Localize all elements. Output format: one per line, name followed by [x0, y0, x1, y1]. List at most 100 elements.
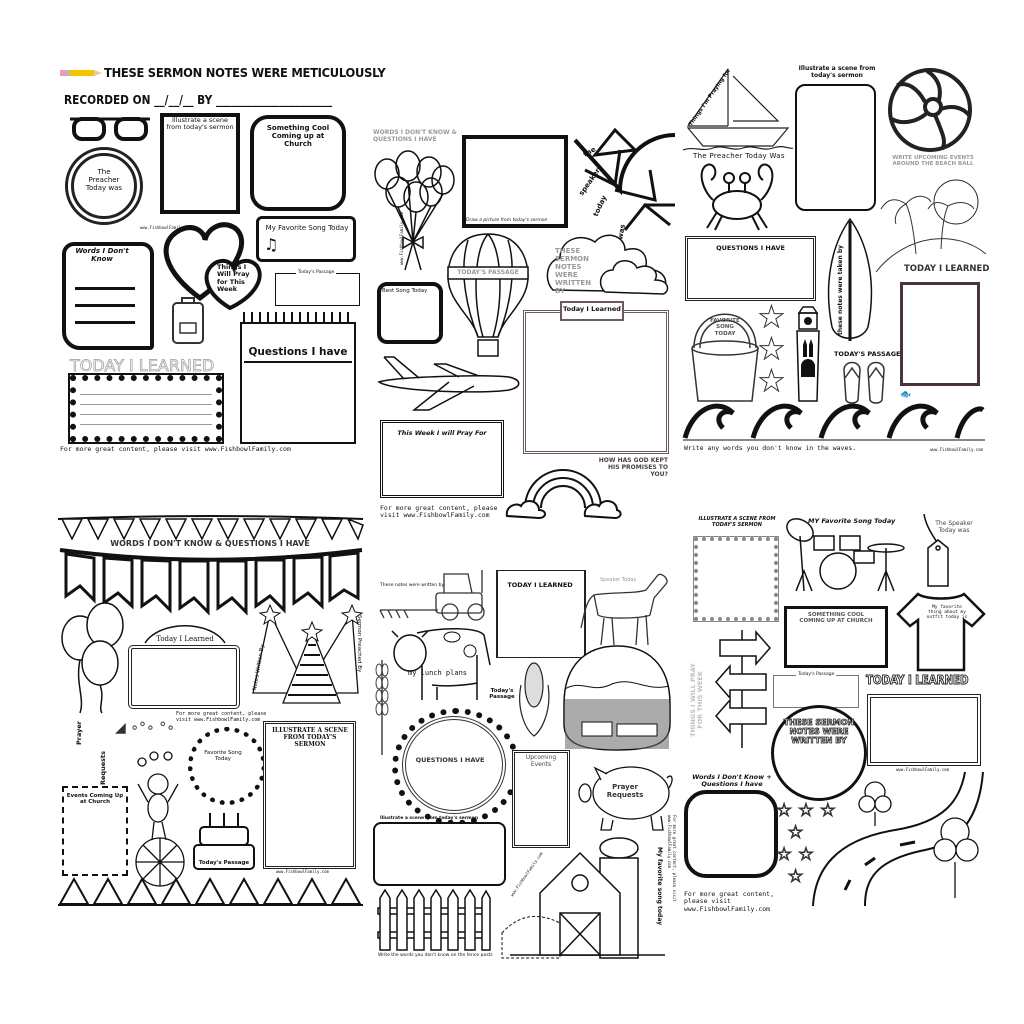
road-icon: [812, 771, 984, 907]
pray-label: This Week I will Pray For: [397, 429, 487, 437]
best-song-label: Best Song Today: [382, 288, 428, 294]
best-song-box[interactable]: [377, 282, 443, 344]
questions-label: Questions I have: [244, 346, 352, 364]
passage-box[interactable]: [275, 273, 360, 306]
illustrate-label: ILLUSTRATE A SCENE FROM TODAY'S SERMON: [272, 727, 348, 748]
passage-label: TODAY'S PASSAGE: [834, 350, 901, 358]
palm-island-icon: [875, 179, 987, 273]
passage-label: Today's Passage: [198, 860, 250, 866]
confetti-icon: ◢ ∘°∘ °∘: [115, 720, 175, 736]
something-cool-label: SOMETHING COOL COMING UP AT CHURCH: [799, 612, 873, 625]
draw-picture-box[interactable]: [462, 135, 568, 228]
tractor-icon: [379, 570, 485, 621]
prayer-label: Prayer: [75, 720, 83, 745]
today-learned-box[interactable]: [900, 282, 980, 386]
sailboat-icon: [682, 68, 794, 151]
outfit-label: My favorite thing about my outfit today …: [926, 605, 968, 621]
backpack-icon: [172, 297, 204, 344]
written-by-cloud-label: THESE SERMON NOTES WERE WRITTEN BY: [555, 247, 592, 296]
signpost-icon: [715, 630, 771, 748]
something-cool-box[interactable]: [250, 115, 346, 211]
today-learned-box[interactable]: [128, 645, 240, 709]
farm-landscape-icon: [563, 645, 671, 751]
words-scroll[interactable]: [62, 242, 154, 350]
waves-icon: [682, 403, 985, 441]
speaker-label: The Speaker Today was: [935, 520, 973, 534]
today-learned-label: Today I Learned: [563, 305, 621, 313]
today-learned-frame[interactable]: [523, 310, 669, 454]
passage-box[interactable]: [773, 675, 859, 708]
sheet1-footer[interactable]: For more great content, please visit www…: [60, 445, 291, 453]
hearts-icon: [163, 222, 262, 311]
illustrate-label: Illustrate a scene from today's sermon: [798, 65, 876, 79]
questions-circle[interactable]: [402, 716, 506, 814]
today-learned-frame[interactable]: [496, 570, 586, 658]
favorite-song-label: Favorite Song Today: [204, 750, 242, 763]
stars-icon: ☆ ☆ ☆ ☆☆ ☆ ☆: [776, 800, 837, 888]
illustrate-box[interactable]: [160, 113, 240, 214]
words-lines: [75, 273, 135, 329]
events-label: Events Coming Up at Church: [66, 793, 124, 806]
upcoming-events-label: WRITE UPCOMING EVENTS AROUND THE BEACH B…: [892, 155, 974, 168]
monkey-unicycle-icon: [135, 751, 185, 887]
pray-label: Things I Will Pray for This Week: [217, 263, 250, 294]
sheet4-footer[interactable]: For more great content, please visit www…: [176, 711, 267, 723]
prayer-requests-label: Prayer Requests: [606, 783, 644, 800]
sheet2-footer[interactable]: For more great content, please visit www…: [380, 504, 498, 520]
sheet1-recorded-line: RECORDED ON __/__/__ BY ________________…: [64, 93, 333, 107]
bucket-icon: [691, 313, 759, 402]
written-by-circle[interactable]: [771, 705, 867, 801]
favorite-song-label: FAVORITE SONG TODAY: [710, 318, 740, 337]
pray-box[interactable]: [380, 420, 504, 498]
barn-icon: [501, 837, 665, 959]
written-by-label: These notes were written by: [380, 583, 445, 588]
today-learned-label: TODAY I LEARNED: [866, 673, 969, 688]
preached-by-label: Sermon Preached By: [356, 615, 362, 673]
sheet6-footer[interactable]: For more great content, please visit www…: [684, 890, 775, 913]
preacher-wreath[interactable]: [65, 147, 143, 225]
today-learned-box[interactable]: [867, 694, 981, 766]
illustrate-box[interactable]: [263, 721, 356, 869]
today-learned-lines: [80, 385, 212, 433]
sheet4-watermark: www.FishbowlFamily.com: [276, 869, 329, 874]
illustrate-box[interactable]: [373, 822, 506, 886]
passage-balloon-label: TODAY'S PASSAGE: [457, 269, 519, 276]
words-label: Words I Don't Know: [75, 247, 129, 264]
something-cool-label: Something Cool Coming up at Church: [266, 124, 330, 149]
illustrate-box[interactable]: [693, 536, 779, 622]
flip-flops-icon: [843, 361, 885, 404]
balloons-icon: [61, 602, 124, 714]
something-cool-box[interactable]: [784, 606, 888, 668]
words-box[interactable]: [684, 790, 778, 878]
sheet5-footer[interactable]: For more great content, please visit www…: [667, 815, 677, 902]
pray-label: THINGS I WILL PRAY FOR THIS WEEK: [689, 663, 705, 737]
lighthouse-icon: [796, 306, 820, 402]
starfish-icon: ★★★: [758, 300, 786, 399]
notebook-spiral: [243, 312, 353, 324]
passage-label: Today's Passage: [796, 672, 837, 678]
upcoming-events-box[interactable]: [512, 750, 570, 848]
lunch-label: my lunch plans: [408, 669, 468, 677]
favorite-song-box[interactable]: [256, 216, 356, 262]
rainbow-icon: [505, 469, 622, 520]
fish-icon: 🐟: [900, 390, 912, 400]
questions-label: QUESTIONS I HAVE: [415, 756, 485, 764]
events-box[interactable]: [62, 786, 128, 876]
fence-icon: [377, 888, 491, 951]
words-questions-label: WORDS I DON'T KNOW & QUESTIONS I HAVE: [110, 539, 310, 548]
illustrate-box[interactable]: [795, 84, 876, 211]
triangle-border-icon: [58, 876, 363, 906]
favorite-song-label: My Favorite Song Today: [265, 224, 349, 232]
words-label: Words I Don't Know + Questions I have: [692, 773, 772, 789]
party-hats-icon: [252, 603, 364, 704]
pig-icon: [578, 766, 673, 831]
questions-notebook[interactable]: [240, 322, 356, 444]
questions-label: QUESTIONS I HAVE: [716, 244, 785, 252]
tshirt-icon: [896, 592, 986, 672]
questions-box[interactable]: [685, 236, 816, 301]
today-learned-label: TODAY I LEARNED: [507, 581, 573, 589]
illustrate-label: Illustrate a scene from today's sermon: [380, 816, 479, 821]
music-note-icon: ♫: [264, 235, 279, 254]
sheet2-words-label: WORDS I DON'T KNOW & QUESTIONS I HAVE: [373, 129, 457, 143]
wheat-icon: [375, 660, 389, 755]
